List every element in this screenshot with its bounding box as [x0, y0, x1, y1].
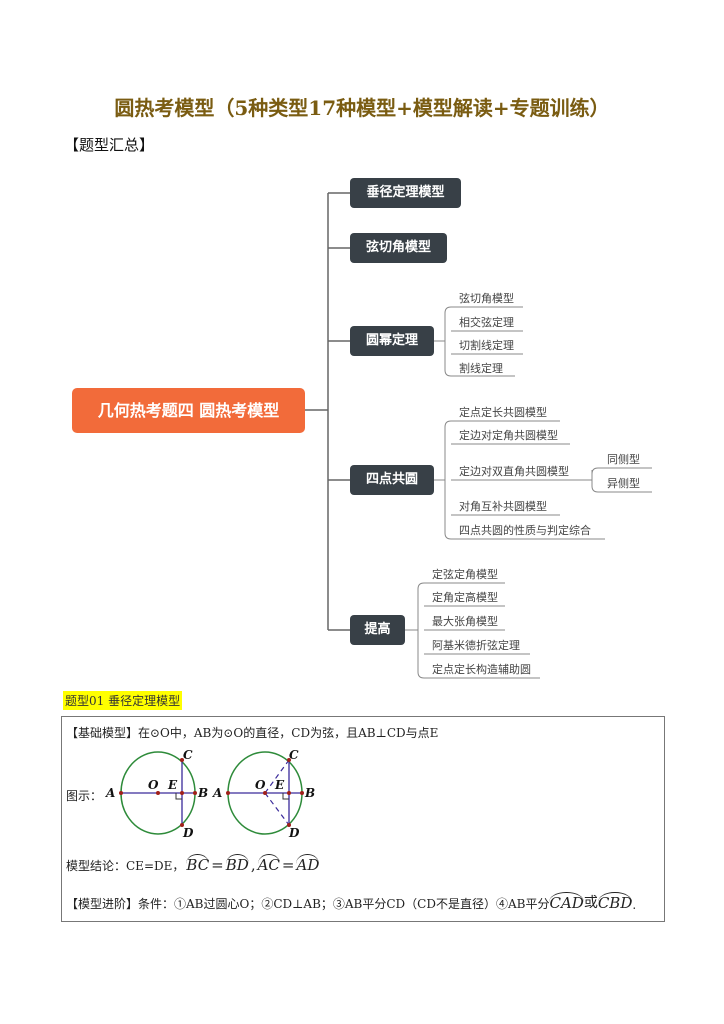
mindmap-branch-advanced: 提高 [350, 615, 405, 645]
point-label-e: E [274, 778, 285, 792]
point-label-o: O [148, 778, 159, 792]
point-label-e: E [167, 778, 178, 792]
mindmap-leaf: 定边对双直角共圆模型 [459, 465, 569, 478]
mindmap-branch-power-of-point: 圆幂定理 [350, 326, 434, 356]
mindmap-leaf: 定角定高模型 [432, 591, 498, 604]
mindmap-leaf: 定弦定角模型 [432, 568, 498, 581]
mindmap-subleaf: 异侧型 [607, 477, 640, 490]
mindmap-leaf: 弦切角模型 [459, 292, 514, 305]
point-label-o: O [255, 778, 266, 792]
point-label-d: D [182, 826, 194, 840]
equals-sign: = [281, 856, 295, 874]
mindmap-leaf: 定点定长构造辅助圆 [432, 663, 531, 676]
arc-bc: BC [186, 854, 210, 874]
basic-model-text: 【基础模型】在⊙O中，AB为⊙O的直径，CD为弦，且AB⊥CD与点E [66, 726, 439, 740]
or-text: 或 [583, 895, 598, 911]
period: . [632, 898, 637, 912]
mindmap-leaf: 割线定理 [459, 362, 503, 375]
point-label-c: C [183, 748, 193, 762]
section-tag: 题型01 垂径定理模型 [63, 691, 183, 710]
model-advanced: 【模型进阶】条件：①AB过圆心O；②CD⊥AB；③AB平分CD（CD不是直径）④… [66, 892, 636, 912]
arc-cad: CAD [549, 892, 584, 912]
point-label-b: B [304, 786, 315, 800]
mindmap-leaf: 阿基米德折弦定理 [432, 639, 520, 652]
mindmap-leaf: 相交弦定理 [459, 316, 514, 329]
mindmap-leaf: 最大张角模型 [432, 615, 498, 628]
point-label-d: D [288, 826, 300, 840]
point-label-c: C [289, 748, 299, 762]
mindmap-connectors [305, 192, 652, 679]
geometry-figures: A B C D O E A B C D O E [105, 748, 315, 840]
arc-ac: AC [257, 854, 280, 874]
conclusion-label: 模型结论：CE=DE， [66, 859, 185, 873]
arc-bd: BD [225, 854, 249, 874]
point-label-a: A [105, 786, 115, 800]
mindmap-leaf: 对角互补共圆模型 [459, 500, 547, 513]
summary-heading: 【题型汇总】 [64, 136, 155, 154]
mindmap-leaf: 四点共圆的性质与判定综合 [459, 524, 591, 537]
model-box [61, 716, 665, 922]
page-title: 圆热考模型（5种类型17种模型+模型解读+专题训练） [114, 96, 610, 120]
equals-sign: = [211, 856, 224, 874]
mindmap-root: 几何热考题四 圆热考模型 [72, 388, 305, 433]
advanced-text: 【模型进阶】条件：①AB过圆心O；②CD⊥AB；③AB平分CD（CD不是直径）④… [66, 897, 550, 911]
mindmap-leaf: 定点定长共圆模型 [459, 406, 547, 419]
model-conclusion: 模型结论：CE=DE， BC = BD , AC = AD [66, 854, 320, 874]
mindmap-branch-concyclic: 四点共圆 [350, 465, 434, 495]
arc-ad: AD [296, 854, 320, 874]
point-label-a: A [212, 786, 222, 800]
comma: , [250, 856, 256, 874]
point-label-b: B [197, 786, 208, 800]
mindmap-subleaf: 同侧型 [607, 453, 640, 466]
mindmap-branch-chord-theorem: 垂径定理模型 [350, 178, 461, 208]
mindmap-leaf: 切割线定理 [459, 339, 514, 352]
arc-cbd: CBD [597, 892, 633, 912]
mindmap-branch-tangent-chord: 弦切角模型 [350, 233, 447, 263]
figure-label: 图示： [66, 789, 103, 803]
mindmap-leaf: 定边对定角共圆模型 [459, 429, 558, 442]
